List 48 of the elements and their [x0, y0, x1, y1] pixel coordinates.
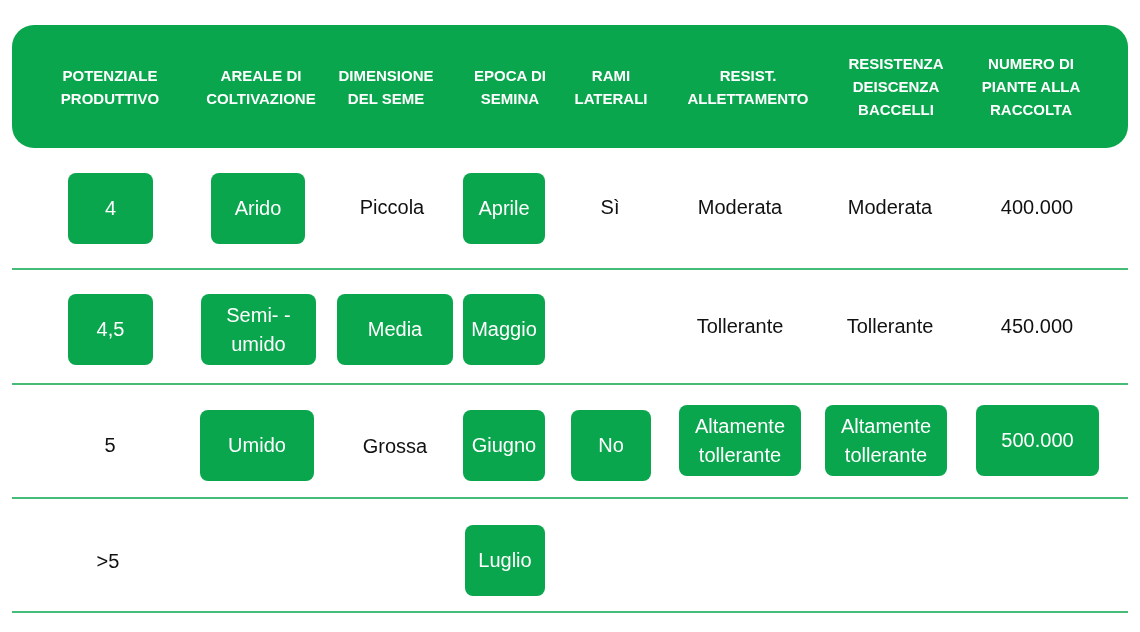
cell-text: Piccola	[359, 195, 425, 219]
highlighted-cell	[463, 294, 545, 365]
cell-text: 400.000	[1000, 195, 1074, 219]
highlighted-cell	[337, 294, 453, 365]
cell-text: No	[598, 433, 624, 458]
cell-text: Luglio	[478, 548, 532, 573]
column-header: RESISTENZA DEISCENZA BACCELLI	[847, 53, 945, 121]
cell-text: Grossa	[362, 434, 428, 458]
cell-text: 500.000	[1001, 428, 1074, 453]
cell-text: Arido	[234, 196, 282, 221]
cell-text: Aprile	[478, 196, 530, 221]
cell-text: Umido	[228, 433, 286, 458]
cell-text: 4,5	[96, 317, 125, 342]
highlighted-cell	[200, 410, 314, 481]
cell-text: Altamente tollerante	[839, 413, 933, 468]
cell-text: 4	[104, 196, 117, 221]
highlighted-cell	[465, 525, 545, 596]
cell-text: 450.000	[1000, 314, 1074, 338]
cell-text: Semi- -umido	[225, 302, 292, 357]
cell-text: Media	[367, 317, 423, 342]
highlighted-cell	[68, 294, 153, 365]
cell-text: Sì	[600, 195, 620, 219]
cell-text: Altamente tollerante	[693, 413, 787, 468]
column-header: RESIST. ALLETTAMENTO	[686, 65, 810, 109]
cell-text: 5	[104, 433, 116, 457]
column-header: RAMI LATERALI	[573, 65, 649, 109]
highlighted-cell	[976, 405, 1099, 476]
highlighted-cell	[211, 173, 305, 244]
cell-text: Tollerante	[846, 314, 934, 338]
column-header: NUMERO DI PIANTE ALLA RACCOLTA	[980, 53, 1082, 121]
highlighted-cell	[571, 410, 651, 481]
highlighted-cell	[68, 173, 153, 244]
column-header: EPOCA DI SEMINA	[473, 65, 547, 109]
highlighted-cell	[463, 410, 545, 481]
column-header: DIMENSIONE DEL SEME	[337, 65, 435, 109]
column-header: POTENZIALE PRODUTTIVO	[59, 65, 161, 109]
cell-text: Moderata	[697, 195, 783, 219]
column-header: AREALE DI COLTIVAZIONE	[205, 65, 317, 109]
cell-text: Moderata	[847, 195, 933, 219]
cell-text: >5	[96, 549, 120, 573]
highlighted-cell	[679, 405, 801, 476]
highlighted-cell	[463, 173, 545, 244]
cell-text: Tollerante	[696, 314, 784, 338]
cell-text: Maggio	[471, 317, 537, 342]
highlighted-cell	[825, 405, 947, 476]
cell-text: Giugno	[471, 433, 537, 458]
header-band	[12, 25, 1128, 148]
highlighted-cell	[201, 294, 316, 365]
